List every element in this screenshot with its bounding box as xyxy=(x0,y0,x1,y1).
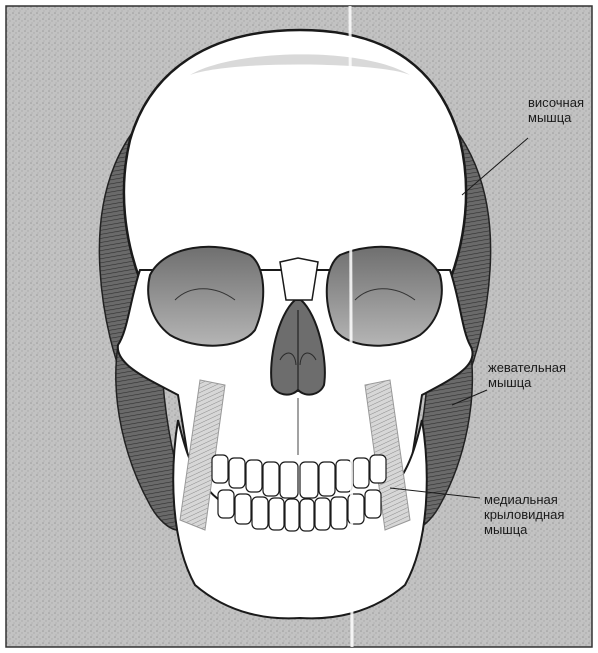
label-masseter-line-2: мышца xyxy=(488,375,566,390)
label-temporal-line-2: мышца xyxy=(528,110,584,125)
label-masseter-muscle: жевательная мышца xyxy=(488,360,566,390)
label-medial-pterygoid-muscle: медиальная крыловидная мышца xyxy=(484,492,564,537)
label-temporal-muscle: височная мышца xyxy=(528,95,584,125)
cranium xyxy=(124,30,466,280)
orbit-left xyxy=(148,247,263,346)
label-pterygoid-line-3: мышца xyxy=(484,522,564,537)
label-pterygoid-line-2: крыловидная xyxy=(484,507,564,522)
label-masseter-line-1: жевательная xyxy=(488,360,566,375)
orbit-right xyxy=(327,247,442,346)
label-pterygoid-line-1: медиальная xyxy=(484,492,564,507)
label-temporal-line-1: височная xyxy=(528,95,584,110)
